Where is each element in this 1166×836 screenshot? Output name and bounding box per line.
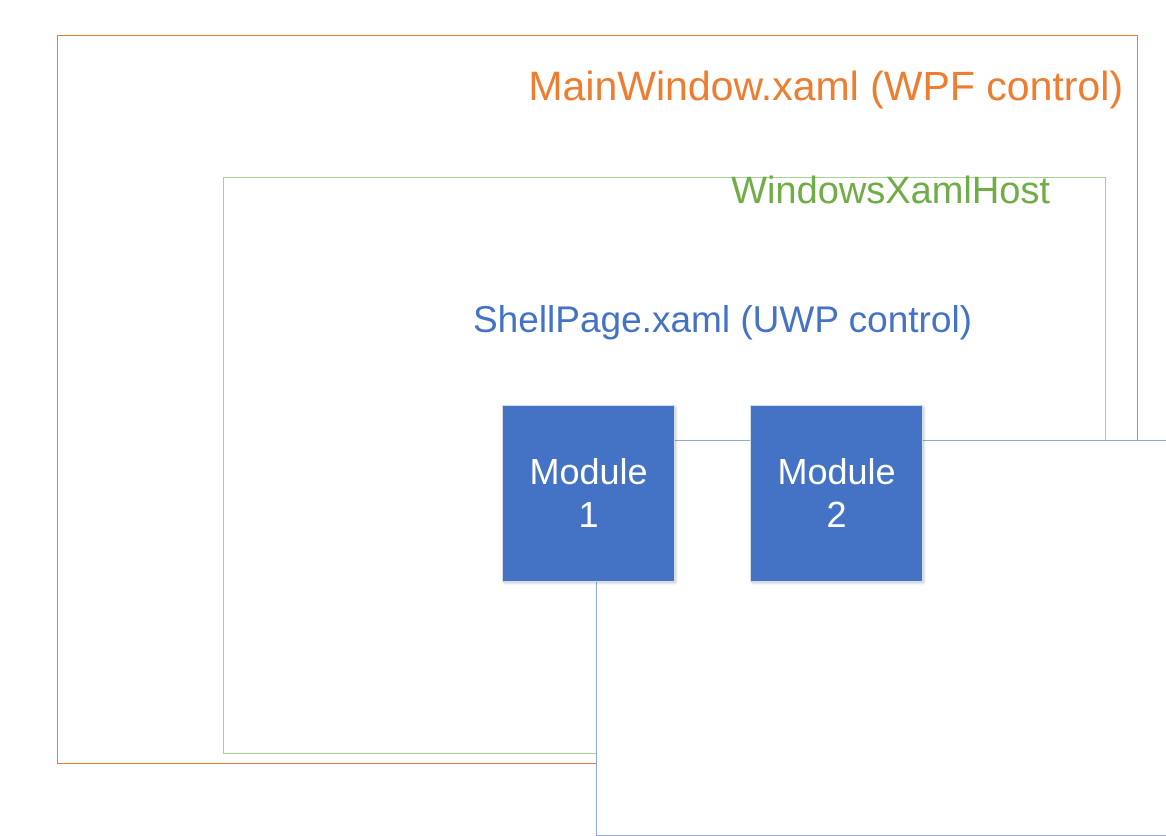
module-box-1: Module 1: [502, 405, 675, 582]
label-mainwindow-wpf: MainWindow.xaml (WPF control): [528, 63, 1123, 109]
module-box-1-label: Module 1: [529, 451, 648, 535]
module-box-2: Module 2: [750, 405, 923, 582]
module-box-2-label: Module 2: [777, 451, 896, 535]
diagram-canvas: MainWindow.xaml (WPF control) WindowsXam…: [57, 35, 1166, 836]
label-windowsxamlhost: WindowsXamlHost: [731, 170, 1050, 212]
container-mainwindow-wpf: [57, 35, 1166, 836]
label-shellpage-uwp: ShellPage.xaml (UWP control): [473, 299, 972, 340]
